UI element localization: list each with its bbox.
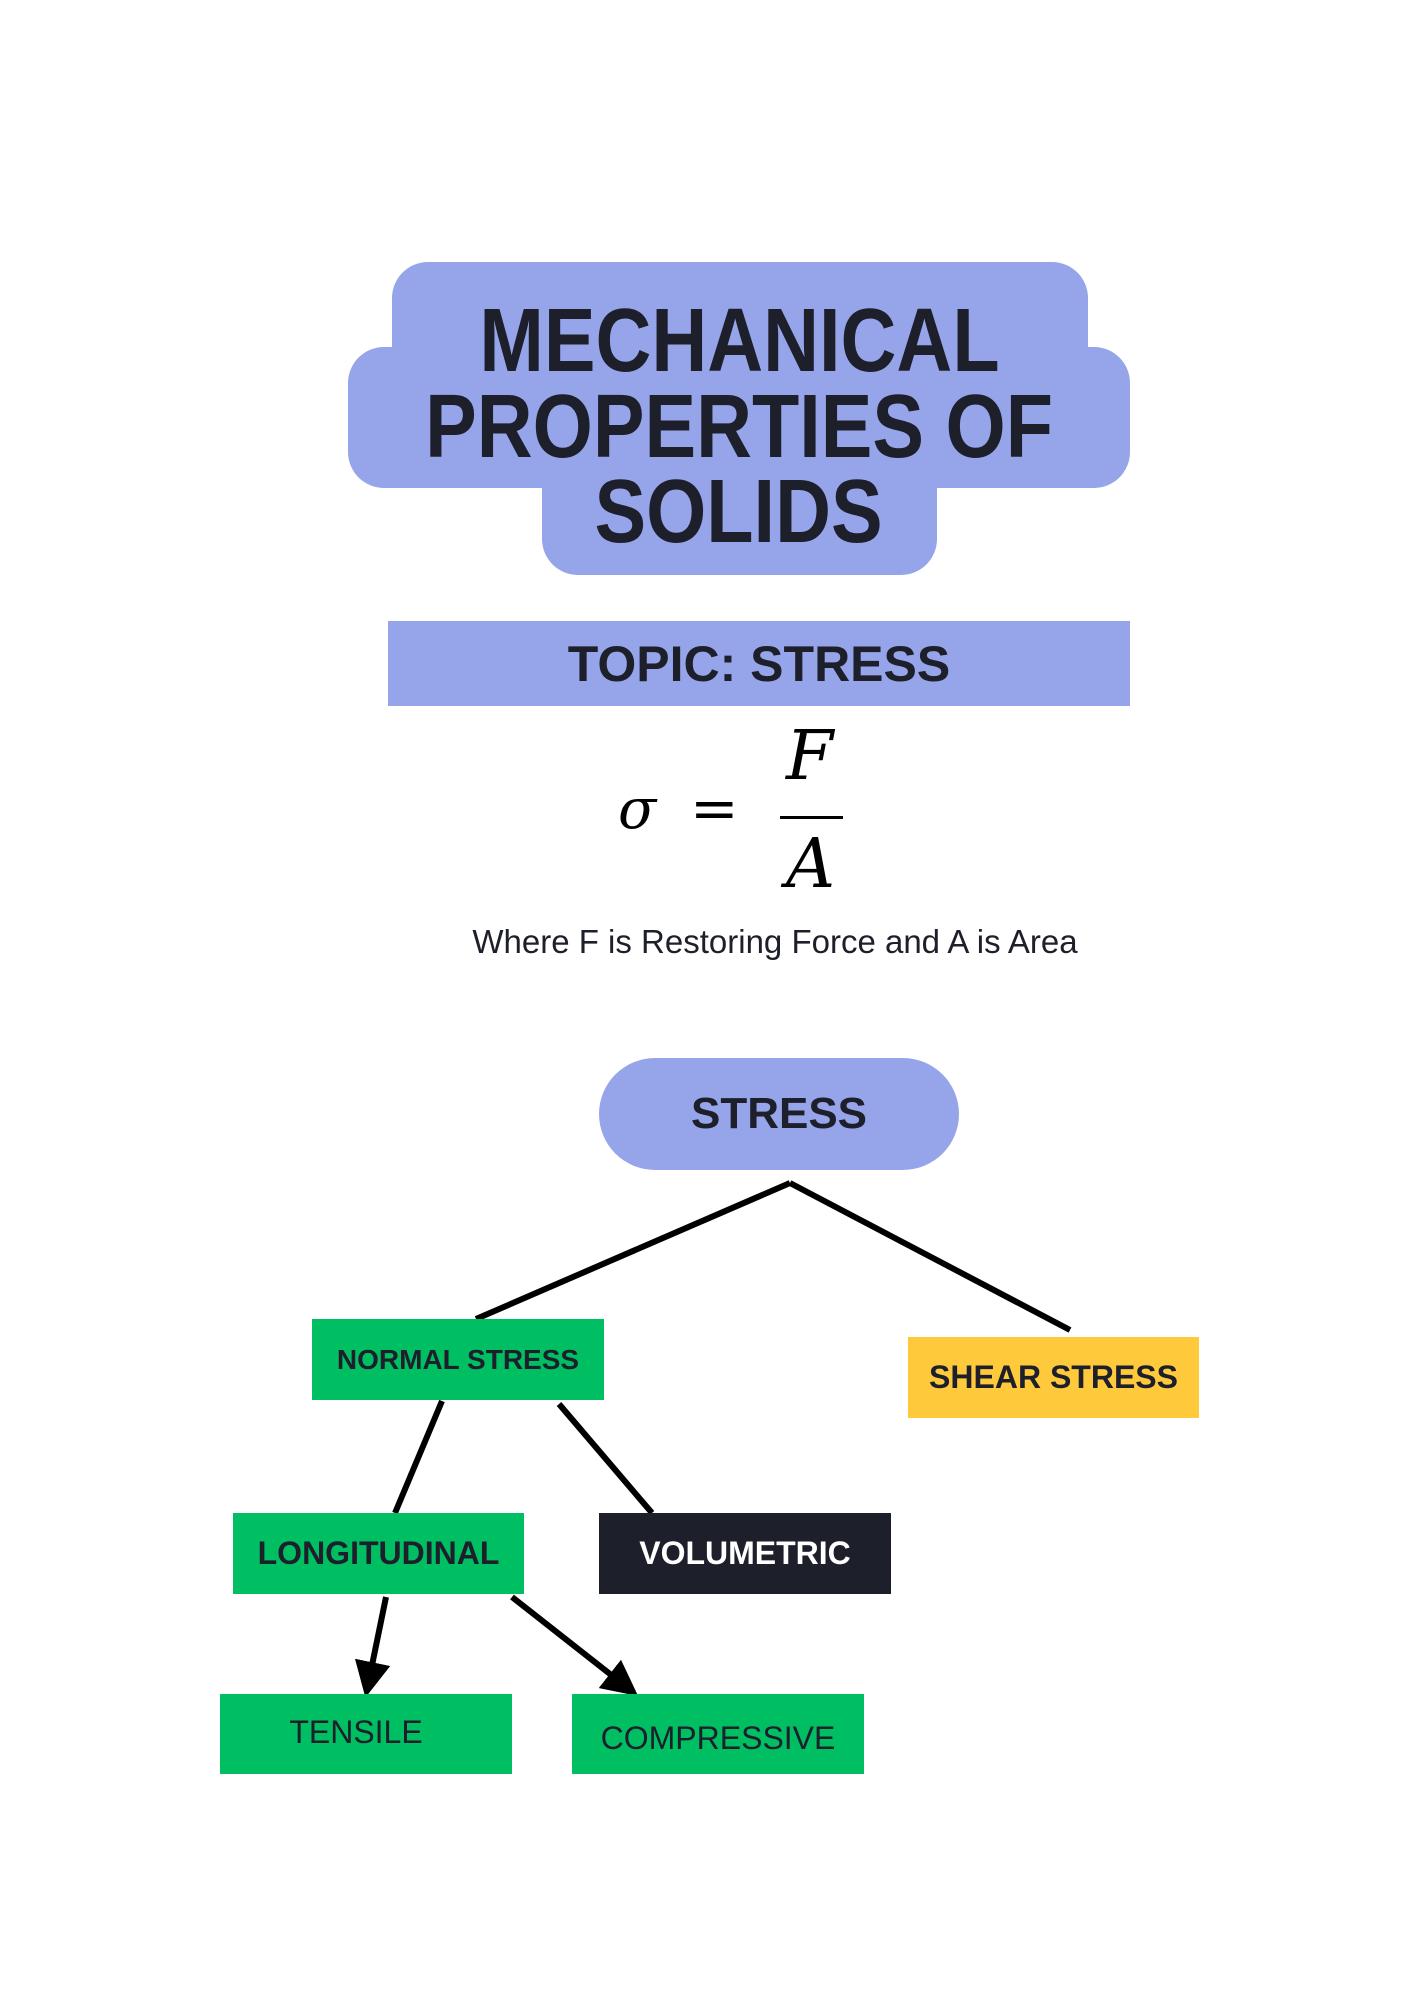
formula-equals: = bbox=[690, 774, 739, 842]
topic-banner: TOPIC: STRESS bbox=[388, 621, 1130, 706]
title-line-1: MECHANICAL bbox=[478, 291, 1000, 391]
node-normal-label: NORMAL STRESS bbox=[336, 1343, 580, 1375]
formula-caption: Where F is Restoring Force and A is Area bbox=[472, 923, 1078, 960]
topic-label: TOPIC: STRESS bbox=[567, 635, 951, 692]
connector-stress-normal bbox=[474, 1180, 792, 1322]
node-tensile-label: TENSILE bbox=[289, 1713, 423, 1750]
formula-denominator: A bbox=[786, 825, 836, 904]
connector-normal-volumetric bbox=[556, 1402, 655, 1515]
connector-normal-longitudinal bbox=[392, 1399, 445, 1515]
title-line-3: SOLIDS bbox=[594, 462, 884, 562]
node-longitudinal: LONGITUDINAL bbox=[233, 1513, 524, 1594]
node-shear-label: SHEAR STRESS bbox=[929, 1359, 1178, 1395]
arrow-longitudinal-compressive bbox=[510, 1594, 639, 1697]
node-shear-stress: SHEAR STRESS bbox=[908, 1337, 1199, 1418]
node-normal-stress: NORMAL STRESS bbox=[312, 1319, 604, 1400]
formula-numerator: F bbox=[786, 717, 834, 796]
node-stress-label: STRESS bbox=[690, 1089, 868, 1138]
fraction-bar bbox=[780, 816, 843, 819]
formula-sigma: σ bbox=[618, 777, 657, 842]
title-line-2: PROPERTIES OF bbox=[425, 377, 1053, 477]
node-compressive-label: COMPRESSIVE bbox=[600, 1719, 836, 1756]
node-longitudinal-label: LONGITUDINAL bbox=[257, 1535, 500, 1571]
connector-stress-shear bbox=[788, 1180, 1072, 1333]
node-tensile: TENSILE bbox=[220, 1694, 512, 1774]
arrow-longitudinal-tensile bbox=[354, 1596, 391, 1698]
node-compressive: COMPRESSIVE bbox=[572, 1694, 864, 1774]
node-volumetric-label: VOLUMETRIC bbox=[639, 1535, 851, 1571]
node-volumetric: VOLUMETRIC bbox=[599, 1513, 891, 1594]
node-stress: STRESS bbox=[599, 1058, 959, 1170]
